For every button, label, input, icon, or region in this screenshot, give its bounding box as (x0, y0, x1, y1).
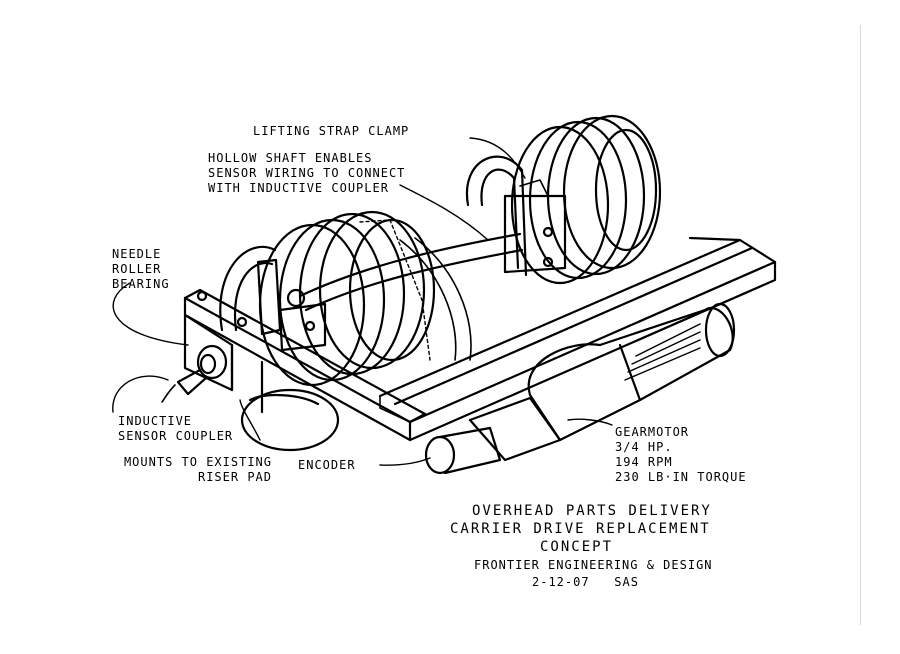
label-line: INDUCTIVE (118, 414, 193, 428)
label-mounts-to-riser-pad: MOUNTS TO EXISTING RISER PAD (112, 455, 272, 485)
label-gearmotor: GEARMOTOR 3/4 HP. 194 RPM 230 LB·IN TORQ… (615, 425, 747, 485)
label-line: NEEDLE (112, 247, 162, 261)
label-line: ROLLER (112, 262, 162, 276)
title-line-2: CARRIER DRIVE REPLACEMENT (450, 521, 711, 537)
label-line: 230 LB·IN TORQUE (615, 470, 747, 484)
label-line: MOUNTS TO EXISTING (123, 455, 272, 469)
frame (183, 236, 777, 442)
label-line: BEARING (112, 277, 170, 291)
encoder-drawing (424, 426, 502, 475)
rear-wheel-assembly (465, 114, 662, 285)
label-text: ENCODER (298, 458, 356, 472)
label-inductive-sensor-coupler: INDUCTIVE SENSOR COUPLER (118, 414, 233, 444)
date-initials: 2-12-07 SAS (532, 575, 639, 589)
title-line-1: OVERHEAD PARTS DELIVERY (472, 503, 712, 519)
label-line: GEARMOTOR (615, 425, 690, 439)
label-line: HOLLOW SHAFT ENABLES (208, 151, 373, 165)
label-hollow-shaft: HOLLOW SHAFT ENABLES SENSOR WIRING TO CO… (208, 151, 405, 196)
company-name: FRONTIER ENGINEERING & DESIGN (474, 558, 713, 572)
label-needle-roller-bearing: NEEDLE ROLLER BEARING (112, 247, 170, 292)
label-encoder: ENCODER (298, 458, 356, 473)
leader-lines (112, 137, 613, 466)
label-lifting-strap-clamp: LIFTING STRAP CLAMP (253, 124, 409, 139)
label-line: SENSOR WIRING TO CONNECT (208, 166, 406, 180)
riser-wheel (240, 360, 340, 452)
label-line: 194 RPM (615, 455, 673, 469)
gearmotor-drawing (468, 302, 736, 462)
label-line: RISER PAD (197, 470, 272, 484)
label-line: SENSOR COUPLER (118, 429, 234, 443)
label-line: WITH INDUCTIVE COUPLER (208, 181, 389, 195)
sensor-coupler-drawing (161, 344, 228, 403)
label-line: 3/4 HP. (615, 440, 673, 454)
label-text: LIFTING STRAP CLAMP (253, 124, 410, 138)
title-line-3: CONCEPT (540, 539, 614, 555)
page-edge-line (860, 25, 861, 625)
